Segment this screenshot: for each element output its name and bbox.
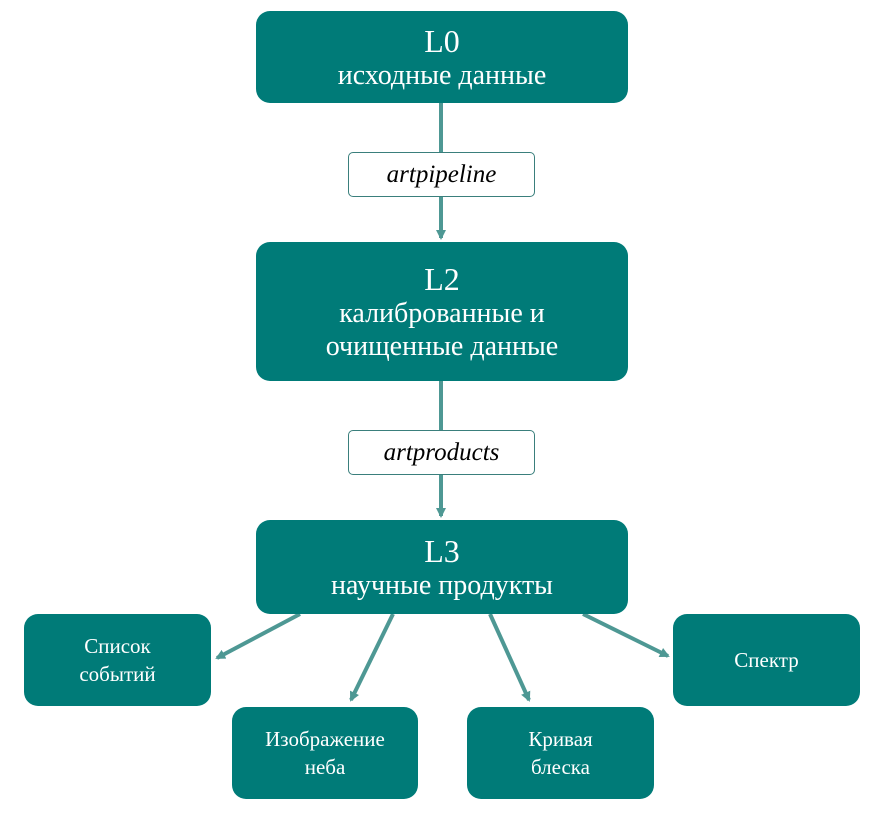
product-events-box: Список событий (24, 614, 211, 706)
level-l2-code: L2 (424, 260, 460, 297)
product-sky-image-line1: Изображение (265, 727, 385, 751)
level-l0-label: исходные данные (337, 59, 547, 91)
level-l2-label-line1: калиброванные и (339, 297, 545, 329)
tool-artpipeline: artpipeline (348, 152, 535, 197)
product-light-curve-line2: блеска (530, 755, 590, 779)
arrow-l3-to-spectrum (582, 612, 670, 658)
level-l0-box: L0 исходные данные (256, 11, 628, 103)
level-l0-code: L0 (424, 22, 460, 59)
product-spectrum-line1: Спектр (734, 648, 799, 672)
tool-artproducts: artproducts (348, 430, 535, 475)
arrow-l3-to-light-curve (488, 613, 531, 702)
level-l3-label: научные продукты (330, 569, 553, 601)
level-l2-label-line2: очищенные данные (325, 330, 559, 362)
product-light-curve-line1: Кривая (528, 727, 593, 751)
product-sky-image-line2: неба (304, 755, 346, 779)
product-sky-image-box: Изображение неба (232, 707, 418, 799)
level-l2-box: L2 калиброванные и очищенные данные (256, 242, 628, 381)
product-spectrum-box: Спектр (673, 614, 860, 706)
product-events-line1: Список (84, 634, 151, 658)
level-l3-box: L3 научные продукты (256, 520, 628, 614)
product-light-curve-box: Кривая блеска (467, 707, 654, 799)
arrow-l3-to-events (215, 612, 301, 660)
arrow-l3-to-sky-image (349, 613, 395, 702)
product-events-line2: событий (79, 662, 156, 686)
level-l3-code: L3 (424, 532, 460, 569)
